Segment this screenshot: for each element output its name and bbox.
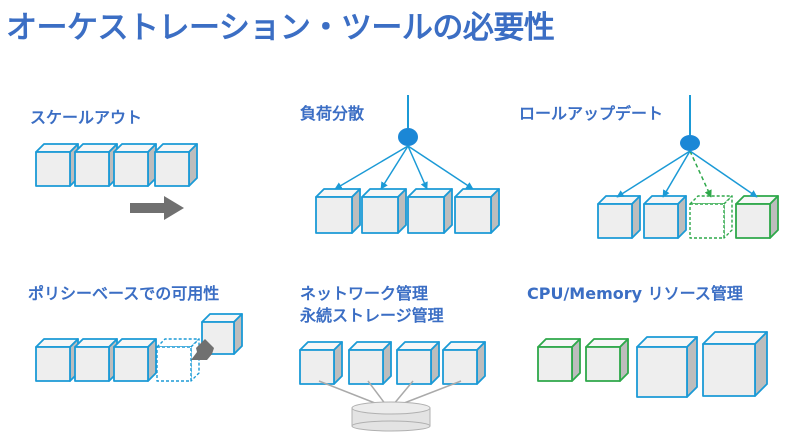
container-cube-icon — [74, 143, 118, 187]
page-title: オーケストレーション・ツールの必要性 — [6, 10, 555, 46]
container-cube-icon — [396, 341, 440, 385]
container-cube-icon — [597, 195, 641, 239]
container-cube-icon — [537, 338, 581, 382]
rolling-update-group — [616, 95, 758, 198]
label-policy-availability: ポリシーベースでの可用性 — [28, 284, 220, 303]
container-cube-icon — [35, 338, 79, 382]
label-network-management: ネットワーク管理 — [300, 284, 429, 303]
container-cube-icon — [407, 188, 453, 234]
load-balancer-node-icon — [398, 128, 418, 146]
container-cube-icon — [636, 336, 698, 398]
label-scale-out: スケールアウト — [30, 108, 143, 127]
container-cube-icon — [299, 341, 343, 385]
label-load-balancing: 負荷分散 — [300, 104, 365, 123]
arrow-icon — [191, 339, 214, 360]
network-storage-group — [318, 380, 462, 432]
container-cube-icon — [643, 195, 687, 239]
label-persistent-storage: 永続ストレージ管理 — [300, 306, 444, 325]
container-cube-icon — [702, 331, 768, 397]
container-cube-icon — [348, 341, 392, 385]
arrow-right-icon — [130, 196, 184, 220]
load-balancer-node-icon — [680, 135, 700, 151]
container-cube-icon — [74, 338, 118, 382]
container-cube-icon — [361, 188, 407, 234]
container-cube-icon — [454, 188, 500, 234]
container-cube-updated-icon — [735, 195, 779, 239]
container-cube-icon — [113, 338, 157, 382]
container-cube-icon — [113, 143, 157, 187]
load-balancing-group — [334, 95, 474, 190]
container-cube-icon — [315, 188, 361, 234]
container-cube-icon — [35, 143, 79, 187]
label-rolling-update: ロールアップデート — [519, 104, 664, 123]
container-cube-icon — [154, 143, 198, 187]
label-resource-management: CPU/Memory リソース管理 — [527, 284, 743, 303]
container-cube-updating-icon — [689, 195, 733, 239]
container-cube-icon — [585, 338, 629, 382]
container-cube-failed-icon — [156, 338, 200, 382]
storage-disk-icon — [351, 401, 431, 432]
container-cube-icon — [442, 341, 486, 385]
